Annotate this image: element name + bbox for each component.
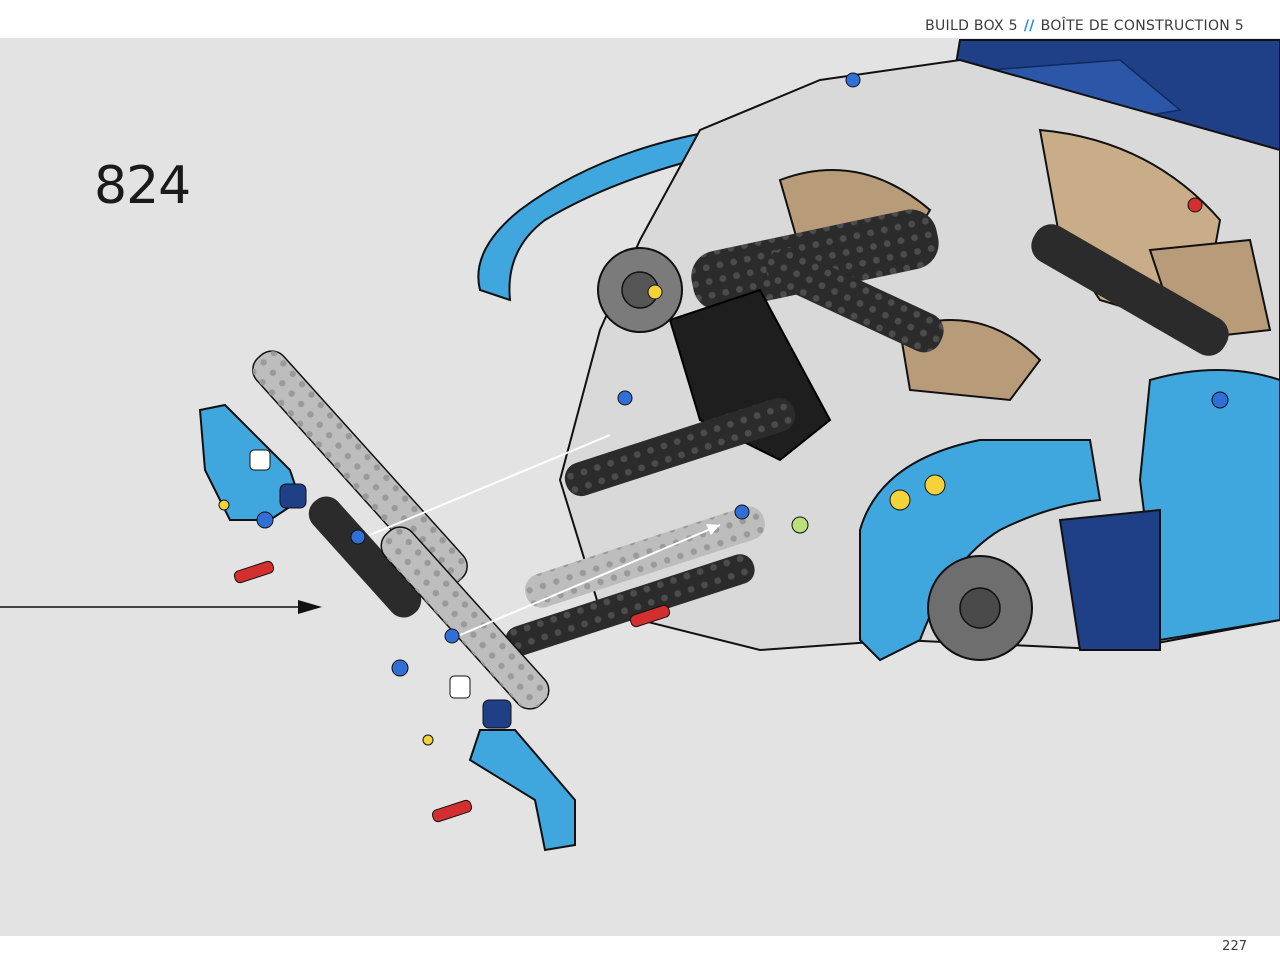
assembly-illustration <box>0 39 1280 852</box>
direction-arrow <box>0 600 322 614</box>
bumper-subassembly <box>198 350 576 852</box>
car-chassis <box>505 58 1280 662</box>
assembly-guide-lines <box>369 434 721 636</box>
build-box-fr: BOÎTE DE CONSTRUCTION 5 <box>1040 18 1244 34</box>
build-box-en: BUILD BOX 5 <box>925 18 1018 34</box>
step-number: 824 <box>94 156 191 216</box>
page-number: 227 <box>1222 939 1247 954</box>
build-box-label: BUILD BOX 5 // BOÎTE DE CONSTRUCTION 5 <box>925 18 1244 34</box>
header-separator: // <box>1023 18 1035 34</box>
page-header: BUILD BOX 5 // BOÎTE DE CONSTRUCTION 5 <box>0 0 1280 38</box>
page-footer: 227 <box>0 936 1280 974</box>
instruction-panel: 824 <box>0 38 1280 936</box>
